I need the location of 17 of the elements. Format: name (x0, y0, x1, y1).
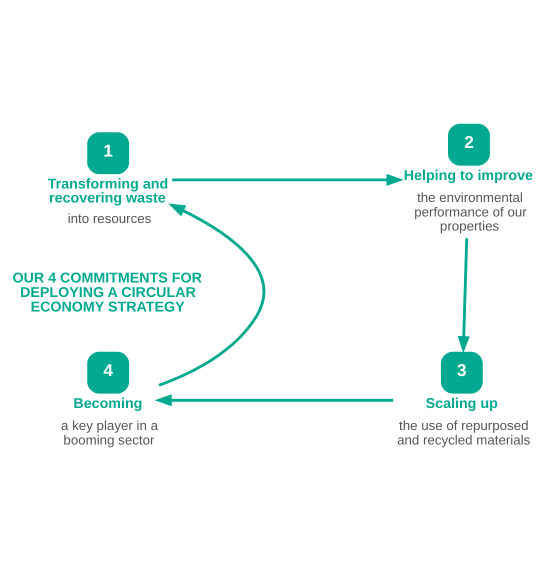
node-label: the environmental performance of our properties (414, 189, 527, 234)
node-label: the use of repurposed and recycled materials (397, 417, 530, 447)
node-label: a key player in a booming sector (61, 417, 158, 447)
label: OUR 4 COMMITMENTS FOR DEPLOYING A CIRCULAR ECONOMY STRATEGY (12, 270, 202, 315)
node-label: into resources (68, 210, 152, 226)
node-label: Transforming and recovering waste (48, 176, 168, 206)
node-label: Scaling up (426, 395, 498, 412)
arrow (172, 173, 404, 186)
arrow (154, 394, 394, 406)
node-label: Helping to improve (404, 167, 533, 184)
node-box: 1 (87, 132, 130, 174)
arrow (158, 203, 266, 386)
node-box: 3 (440, 351, 483, 394)
arrow (458, 238, 470, 353)
node-label: Becoming (73, 395, 142, 412)
node-box: 2 (448, 123, 490, 166)
node-box: 4 (87, 351, 130, 394)
